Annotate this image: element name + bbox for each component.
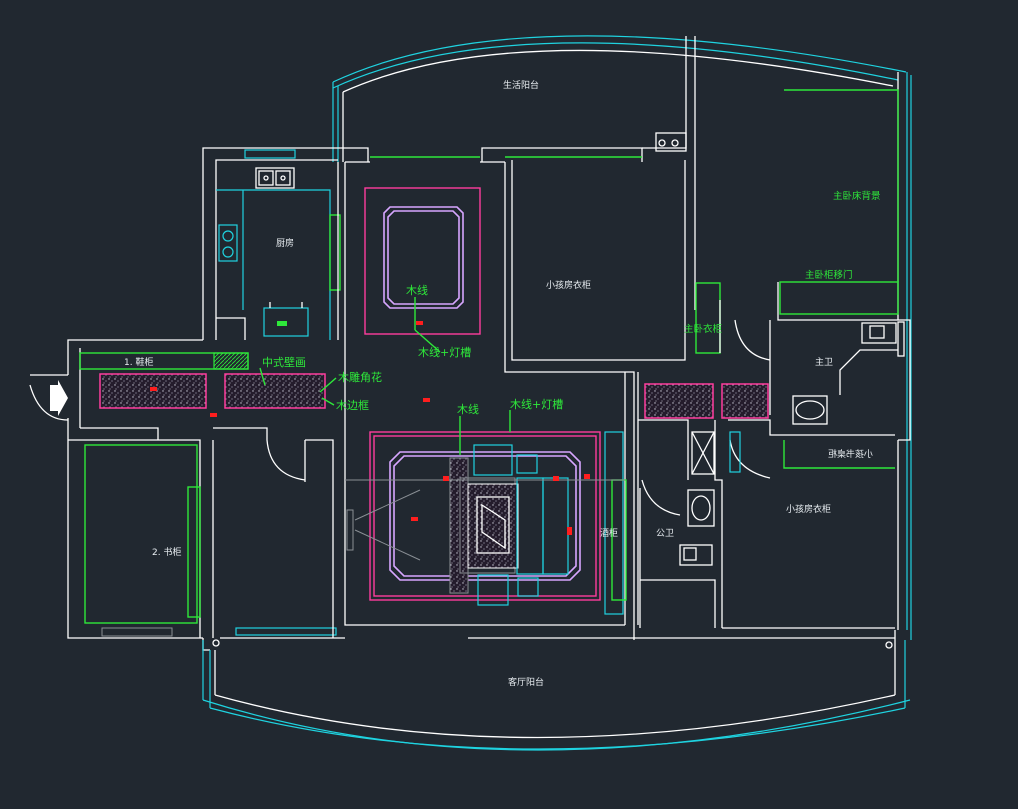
label-wood-line-1: 木线 — [406, 283, 428, 297]
ceiling-lower — [369, 431, 601, 606]
carpets — [99, 373, 769, 419]
built-ins — [50, 89, 905, 649]
label-kitchen: 厨房 — [276, 237, 294, 249]
label-living-balcony: 客厅阳台 — [508, 676, 544, 688]
label-public-bath: 公卫 — [656, 528, 674, 539]
leader-lines — [259, 297, 511, 455]
label-master-wardrobe: 主卧衣柜 — [684, 323, 723, 335]
label-bookcase: 2. 书柜 — [152, 546, 181, 558]
label-shoe-cabinet: 1. 鞋柜 — [124, 356, 153, 368]
label-wood-line-lamp-1: 木线+灯槽 — [418, 345, 471, 359]
label-master-bath: 主卫 — [815, 356, 833, 368]
bottom-balcony — [101, 627, 911, 751]
interior-walls — [29, 156, 898, 640]
top-balcony — [332, 35, 912, 640]
label-wood-line-lamp-2: 木线+灯槽 — [510, 397, 563, 411]
label-carved-flower: 木雕角花 — [338, 370, 382, 384]
label-kids-desk-mirrored: 小孩书桌柜 — [828, 448, 873, 460]
red-markers — [150, 321, 590, 535]
label-life-balcony: 生活阳台 — [503, 79, 539, 91]
label-chinese-mural: 中式壁画 — [262, 355, 306, 369]
label-kids-wardrobe-right: 小孩房衣柜 — [786, 503, 831, 515]
label-master-bed-bg: 主卧床背景 — [833, 190, 881, 202]
label-wood-trim: 木边框 — [336, 399, 369, 412]
ceiling-upper — [364, 187, 481, 335]
label-wood-line-2: 木线 — [457, 402, 479, 416]
label-kids-wardrobe-top: 小孩房衣柜 — [546, 279, 591, 291]
kitchen-room — [216, 149, 341, 340]
label-wine-cabinet: 酒柜 — [600, 527, 618, 539]
room-labels: 生活阳台 厨房 小孩房衣柜 主卧床背景 主卧柜移门 主卧衣柜 主卫 1. 鞋柜 … — [124, 79, 881, 688]
label-master-sliding: 主卧柜移门 — [805, 269, 853, 281]
